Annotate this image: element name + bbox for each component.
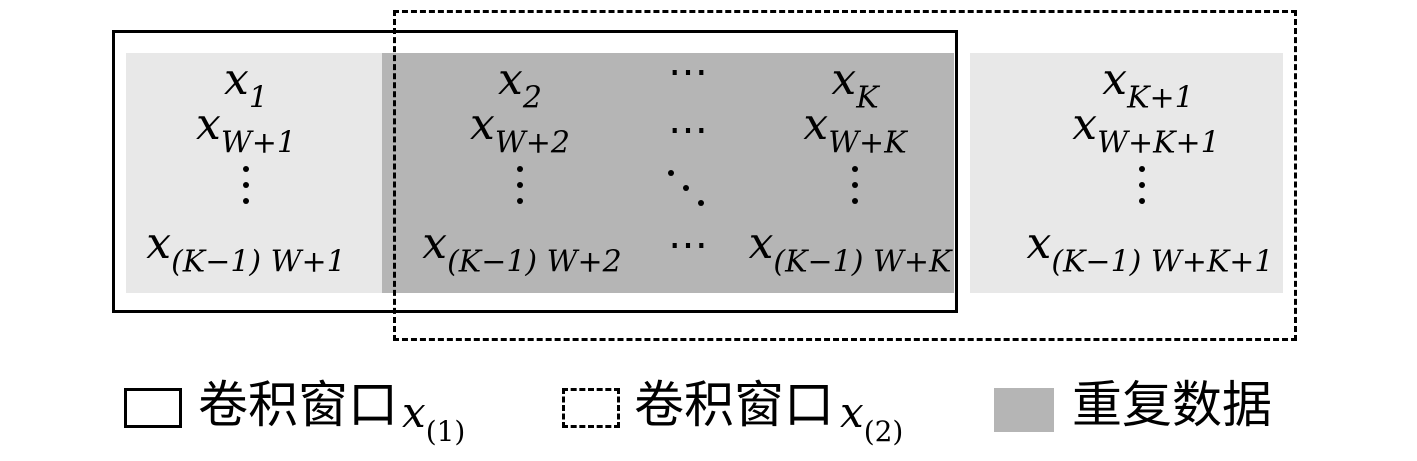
cell-c1-r1: x1 <box>224 54 268 116</box>
legend-window2-var: x(2) <box>840 388 904 448</box>
hdots-r2: ⋯ <box>668 107 708 153</box>
dashed-box-icon <box>562 388 620 428</box>
vdots-c1 <box>242 166 250 214</box>
vdots-c4 <box>851 166 859 214</box>
cell-c5-r4: x(K−1) W+K+1 <box>1026 218 1274 280</box>
vdots-c2 <box>516 166 524 214</box>
gray-swatch-icon <box>994 388 1054 432</box>
legend-window1-var: x(1) <box>402 388 466 448</box>
vdots-c5 <box>1138 166 1146 214</box>
legend-overlap-label: 重复数据 <box>1072 376 1272 434</box>
solid-box-icon <box>124 388 182 428</box>
legend: 卷积窗口 x(1) 卷积窗口 x(2) 重复数据 <box>0 374 1417 448</box>
cell-c1-r4: x(K−1) W+1 <box>146 218 346 280</box>
convolution-window-2 <box>393 10 1297 341</box>
cell-c2-r4: x(K−1) W+2 <box>422 218 622 280</box>
cell-c2-r2: xW+2 <box>470 99 570 161</box>
ddots <box>668 170 708 210</box>
hdots-r1: ⋯ <box>668 49 708 95</box>
legend-window1-label: 卷积窗口 <box>198 376 398 434</box>
convolution-window-1 <box>112 30 958 313</box>
data-block-left <box>126 53 382 293</box>
data-block-right <box>970 53 1283 293</box>
cell-c1-r2: xW+1 <box>196 99 296 161</box>
cell-c2-r1: x2 <box>498 54 542 116</box>
cell-c4-r2: xW+K <box>803 99 907 161</box>
legend-window2-label: 卷积窗口 <box>634 376 834 434</box>
hdots-r4: ⋯ <box>668 222 708 268</box>
cell-c5-r2: xW+K+1 <box>1072 99 1220 161</box>
cell-c4-r1: xK <box>831 54 879 116</box>
cell-c5-r1: xK+1 <box>1102 54 1194 116</box>
cell-c4-r4: x(K−1) W+K <box>748 218 952 280</box>
